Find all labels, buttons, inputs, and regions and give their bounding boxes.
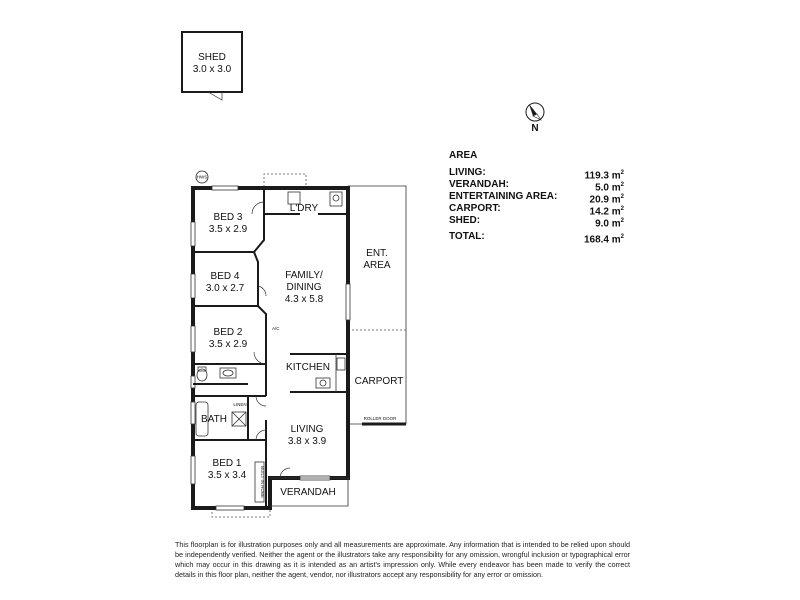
area-value: 14.2 m (589, 206, 621, 218)
verandah-name: VERANDAH (280, 487, 336, 498)
area-value: 20.9 m (589, 194, 621, 206)
family-dims: 4.3 x 5.8 (285, 294, 324, 305)
area-total-label: TOTAL: (449, 231, 485, 242)
bed4-name: BED 4 (211, 271, 240, 282)
area-value: 9.0 m (595, 218, 621, 230)
laundry-name: L'DRY (290, 203, 319, 214)
area-label: CARPORT: (449, 203, 501, 214)
kitchen-name: KITCHEN (286, 362, 330, 373)
area-table: AREA LIVING: 119.3 m2 VERANDAH: 5.0 m2 E… (449, 150, 624, 246)
area-row-living: LIVING: 119.3 m2 (449, 167, 624, 182)
area-value: 119.3 m (584, 170, 621, 182)
disclaimer-text: This floorplan is for illustration purpo… (175, 540, 630, 579)
bed3-name: BED 3 (214, 212, 243, 223)
fixtures (195, 191, 346, 503)
carport-name: CARPORT (355, 376, 404, 387)
bed3-dims: 3.5 x 2.9 (209, 224, 248, 235)
laundry-bumpout (263, 173, 307, 187)
area-row-shed: SHED: 9.0 m2 (449, 215, 624, 230)
bed4-dims: 3.0 x 2.7 (206, 283, 245, 294)
bed1-bumpout (211, 508, 271, 518)
bed2-name: BED 2 (214, 327, 243, 338)
north-label: N (531, 123, 538, 134)
hws-unit: HWS (195, 170, 209, 184)
area-row-carport: CARPORT: 14.2 m2 (449, 203, 624, 218)
living-name: LIVING (291, 424, 324, 435)
area-title: AREA (449, 150, 478, 161)
ent-area-line1: ENT. (366, 248, 388, 259)
builtin-robe-label: BUILT IN ROBE (260, 466, 265, 498)
shed: SHED 3.0 x 3.0 (181, 31, 243, 101)
area-row-verandah: VERANDAH: 5.0 m2 (449, 179, 624, 194)
roller-door-label: ROLLER DOOR (364, 416, 398, 421)
hws-label: HWS (197, 175, 208, 180)
area-label: SHED: (449, 215, 481, 226)
area-label: LIVING: (449, 167, 486, 178)
area-total-value: 168.4 m (583, 234, 621, 246)
bed1-dims: 3.5 x 3.4 (208, 470, 247, 481)
area-label: ENTERTAINING AREA: (449, 191, 558, 202)
bed1-name: BED 1 (213, 458, 242, 469)
area-row-total: TOTAL: 168.4 m2 (449, 231, 624, 246)
ent-area-carport: ROLLER DOOR (348, 185, 407, 426)
ent-area-line2: AREA (363, 260, 391, 271)
area-label: VERANDAH: (449, 179, 509, 190)
bed2-dims: 3.5 x 2.9 (209, 339, 248, 350)
ac-label: A/C (272, 326, 280, 331)
bath-name: BATH (201, 414, 227, 425)
shed-name: SHED (198, 52, 226, 63)
family-name-line1: FAMILY/ (285, 270, 323, 281)
doors (251, 201, 291, 479)
interior-walls (193, 188, 348, 508)
north-arrow-icon: N (525, 102, 545, 134)
family-name-line2: DINING (287, 282, 322, 293)
verandah (270, 477, 349, 507)
area-value: 5.0 m (595, 182, 621, 194)
linen-name: LINEN (233, 402, 246, 407)
area-row-entertaining: ENTERTAINING AREA: 20.9 m2 (449, 191, 624, 206)
living-dims: 3.8 x 3.9 (288, 436, 327, 447)
shed-dims: 3.0 x 3.0 (193, 64, 232, 75)
